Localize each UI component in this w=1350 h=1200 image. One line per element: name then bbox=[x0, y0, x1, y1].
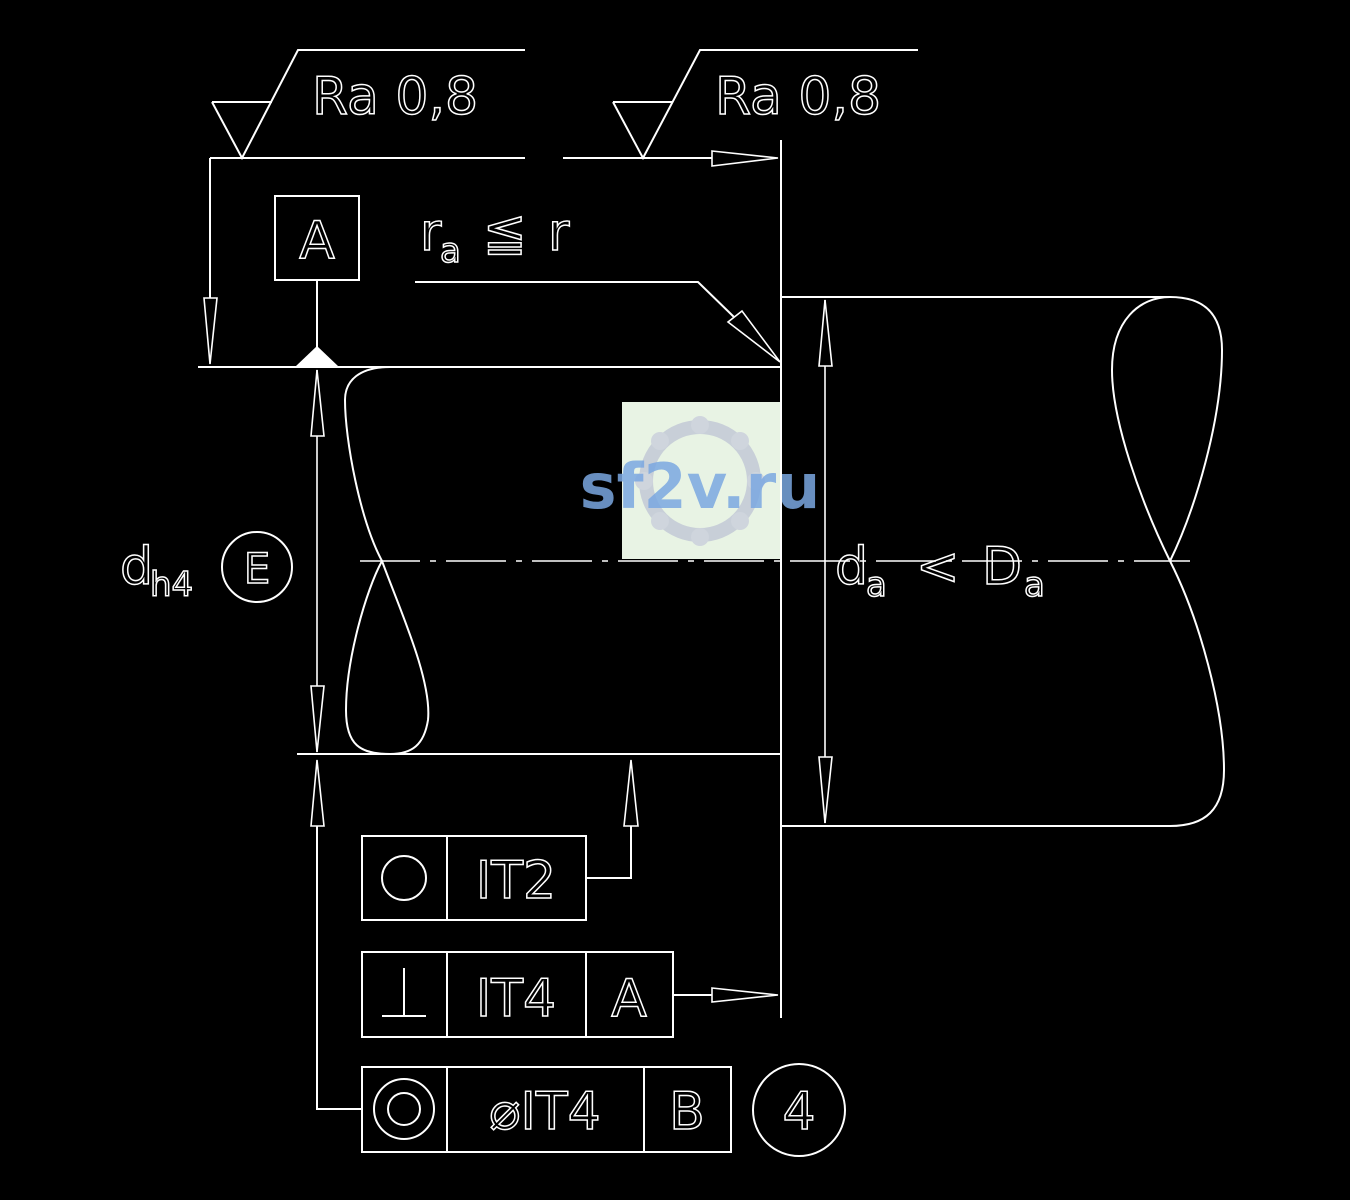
shaft-diameter-symbol: d bbox=[120, 537, 153, 597]
roughness-symbol-left: Ra 0,8 bbox=[211, 49, 525, 161]
shaft-diameter-dimension: d h4 E bbox=[119, 369, 325, 753]
datum-a-feature: A bbox=[274, 195, 360, 366]
roughness-value: Ra 0,8 bbox=[715, 67, 881, 127]
bearing-balls-icon bbox=[635, 416, 765, 546]
shaft bbox=[198, 140, 782, 1018]
envelope-circle-icon bbox=[221, 531, 293, 603]
concentricity-note: 4 bbox=[782, 1082, 815, 1142]
concentricity-icon bbox=[373, 1078, 435, 1140]
roughness-symbol-right: Ra 0,8 bbox=[612, 49, 918, 161]
radius-annotation: r a ≦ r bbox=[415, 202, 781, 363]
roughness-leader bbox=[203, 150, 779, 365]
datum-triangle-icon bbox=[296, 346, 338, 366]
perpendicularity-icon bbox=[382, 968, 426, 1017]
roundness-icon bbox=[381, 855, 427, 901]
housing-diameter-dimension: d a < D a bbox=[818, 299, 1046, 824]
housing-D-subscript: a bbox=[1024, 565, 1045, 605]
housing-D-symbol: D bbox=[982, 537, 1022, 597]
watermark-text: sf2v.ru bbox=[580, 450, 821, 523]
housing bbox=[781, 296, 1226, 827]
frame-perpendicularity: IT4 A bbox=[361, 951, 779, 1038]
envelope-letter: E bbox=[244, 544, 271, 593]
diameter-relation: < bbox=[916, 537, 960, 597]
radius-symbol: r bbox=[420, 203, 442, 263]
shaft-diameter-subscript: h4 bbox=[150, 565, 193, 605]
datum-letter: A bbox=[299, 211, 335, 271]
watermark: sf2v.ru bbox=[580, 402, 821, 559]
housing-diameter-symbol: d bbox=[835, 537, 868, 597]
note-circle-icon bbox=[752, 1063, 846, 1157]
radius-limit: r bbox=[548, 203, 570, 263]
roughness-value: Ra 0,8 bbox=[312, 67, 478, 127]
frame-concentricity: ⌀IT4 B 4 bbox=[310, 759, 846, 1157]
frame-roundness: IT2 bbox=[361, 759, 639, 921]
radius-subscript: a bbox=[440, 231, 461, 271]
radius-relation: ≦ bbox=[483, 203, 527, 263]
concentricity-tolerance: ⌀IT4 bbox=[489, 1082, 601, 1142]
perpendicularity-datum: A bbox=[611, 969, 647, 1029]
concentricity-datum: B bbox=[669, 1082, 705, 1142]
housing-diameter-subscript: a bbox=[866, 565, 887, 605]
perpendicularity-tolerance: IT4 bbox=[476, 969, 556, 1029]
roundness-tolerance: IT2 bbox=[476, 851, 556, 911]
